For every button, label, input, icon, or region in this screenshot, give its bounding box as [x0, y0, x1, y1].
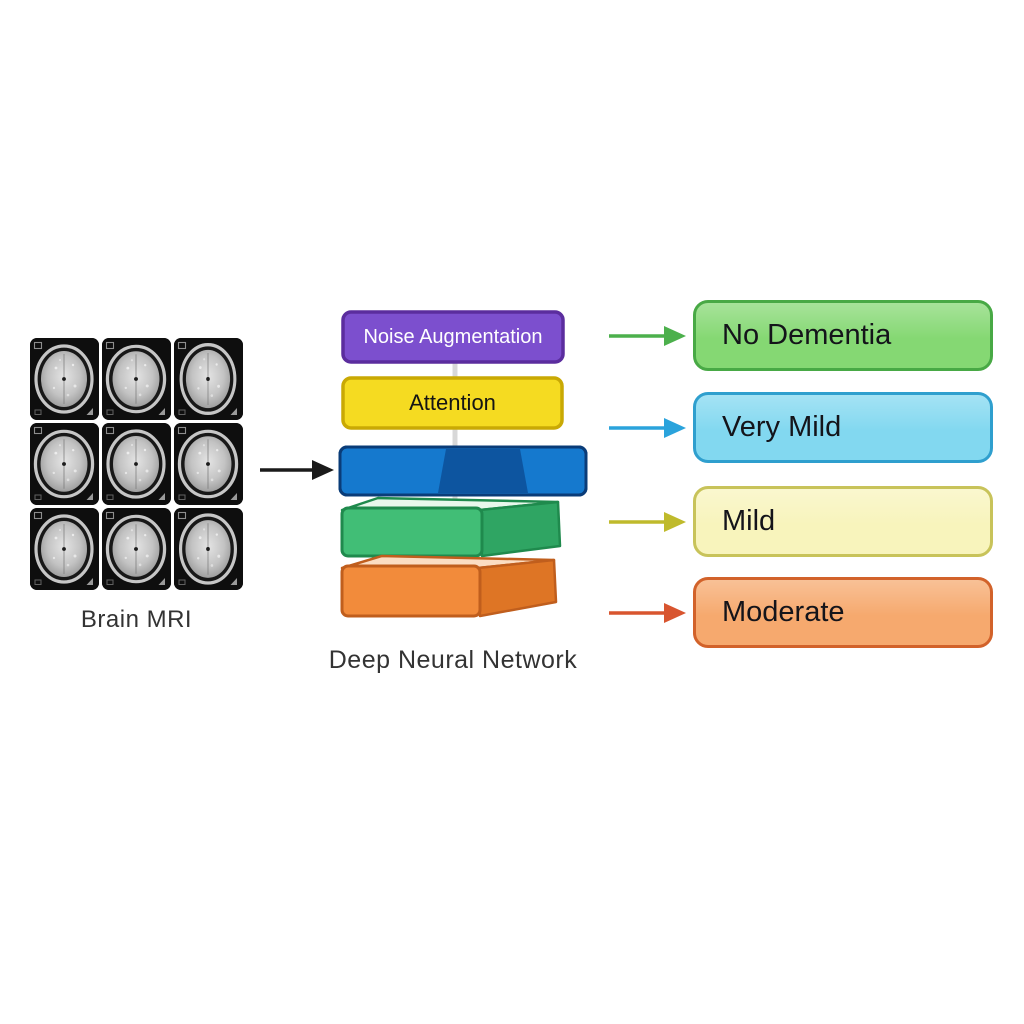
output-moderate-label: Moderate: [722, 596, 845, 628]
scan-corner-marks: [177, 341, 237, 415]
brain-mri-scan: [30, 423, 99, 505]
brain-scan-image: [102, 338, 171, 420]
output-very-mild: Very Mild: [693, 392, 993, 463]
scan-corner-marks: [33, 426, 93, 500]
network-label: Deep Neural Network: [328, 646, 578, 674]
brain-scan-image: [174, 508, 243, 590]
layer-conv-orange: [340, 554, 558, 618]
scan-corner-marks: [33, 511, 93, 585]
output-mild: Mild: [693, 486, 993, 557]
layer-attention: [341, 376, 564, 430]
layer-conv-green: [340, 496, 562, 558]
scan-corner-marks: [177, 511, 237, 585]
brain-mri-scan: [102, 508, 171, 590]
arrow-moderate-icon: [609, 603, 686, 623]
output-no-dementia-label: No Dementia: [722, 319, 892, 351]
scan-corner-marks: [33, 341, 93, 415]
output-mild-label: Mild: [722, 505, 776, 537]
network-stack: [338, 310, 588, 618]
brain-mri-scan: [174, 338, 243, 420]
scan-corner-marks: [105, 426, 165, 500]
output-very-mild-label: Very Mild: [722, 411, 842, 443]
brain-scan-image: [30, 508, 99, 590]
brain-scan-image: [102, 508, 171, 590]
scan-corner-marks: [177, 426, 237, 500]
brain-mri-scan: [30, 338, 99, 420]
layer-noise-augmentation: [341, 310, 565, 364]
brain-mri-grid: [30, 338, 243, 590]
scan-corner-marks: [105, 511, 165, 585]
brain-scan-image: [30, 423, 99, 505]
arrow-very-mild-icon: [609, 418, 686, 438]
brain-mri-scan: [174, 423, 243, 505]
brain-mri-scan: [102, 338, 171, 420]
brain-mri-label: Brain MRI: [80, 606, 193, 633]
output-no-dementia: No Dementia: [693, 300, 993, 371]
input-to-network-arrow-icon: [260, 460, 334, 480]
brain-scan-image: [174, 423, 243, 505]
brain-mri-scan: [174, 508, 243, 590]
arrow-mild-icon: [609, 512, 686, 532]
output-moderate: Moderate: [693, 577, 993, 648]
brain-scan-image: [30, 338, 99, 420]
brain-scan-image: [102, 423, 171, 505]
brain-mri-scan: [30, 508, 99, 590]
arrow-no-dementia-icon: [609, 326, 686, 346]
brain-scan-image: [174, 338, 243, 420]
layer-conv-blue: [338, 445, 588, 497]
brain-mri-scan: [102, 423, 171, 505]
scan-corner-marks: [105, 341, 165, 415]
